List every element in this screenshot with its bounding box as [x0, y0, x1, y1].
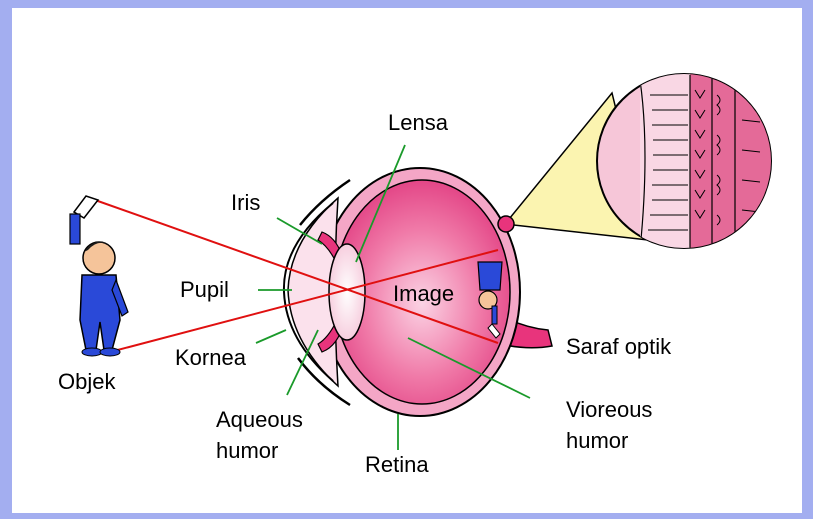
- label-aqueous-line2: humor: [216, 438, 278, 463]
- label-objek: Objek: [58, 369, 116, 394]
- label-vioreous-line1: Vioreous: [566, 397, 652, 422]
- label-image: Image: [393, 281, 454, 306]
- label-lensa: Lensa: [388, 110, 449, 135]
- label-pupil: Pupil: [180, 277, 229, 302]
- label-iris: Iris: [231, 190, 260, 215]
- label-saraf-optik: Saraf optik: [566, 334, 672, 359]
- label-aqueous-line1: Aqueous: [216, 407, 303, 432]
- object-figure: [70, 196, 128, 356]
- label-kornea: Kornea: [175, 345, 247, 370]
- label-retina: Retina: [365, 452, 429, 477]
- leader-kornea: [256, 330, 286, 343]
- retina-spot: [498, 216, 514, 232]
- label-vioreous-line2: humor: [566, 428, 628, 453]
